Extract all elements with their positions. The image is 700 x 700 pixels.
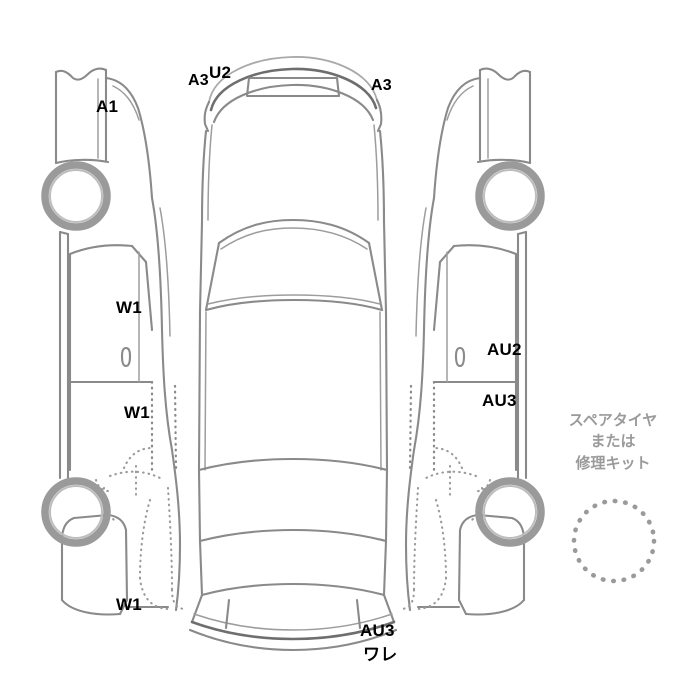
rear-door-right xyxy=(408,380,518,472)
rocker-left xyxy=(58,230,70,480)
label-a3-right: A3 xyxy=(371,77,392,94)
label-w1-front-left: W1 xyxy=(116,298,142,317)
hidden-detail-right xyxy=(400,446,492,611)
spare-tire-note-line-2: または xyxy=(590,432,636,451)
hidden-detail-left xyxy=(94,446,186,611)
roof xyxy=(197,220,389,472)
front-fender-left xyxy=(54,67,154,200)
rocker-right xyxy=(516,230,528,480)
label-au3-rear: AU3 xyxy=(360,621,395,640)
spare-tire-note-line-1: スペアタイヤ xyxy=(568,411,658,429)
cabin-outline-right xyxy=(404,196,436,612)
rear-wheel-left xyxy=(41,477,111,547)
rear-deck xyxy=(197,457,389,597)
label-a1-left: A1 xyxy=(96,97,119,116)
spare-tire-note: スペアタイヤ または 修理キット xyxy=(569,410,658,474)
label-ware-rear: ワレ xyxy=(363,645,398,664)
label-au2-right: AU2 xyxy=(487,340,522,359)
label-a3-left: A3 xyxy=(188,72,209,89)
cabin-outline-left xyxy=(150,196,182,612)
rear-bumper xyxy=(188,593,398,652)
side-view-right xyxy=(400,67,545,616)
windshield xyxy=(204,218,384,312)
front-wheel-right xyxy=(475,161,545,231)
spare-tire-note-line-3: 修理キット xyxy=(575,453,651,472)
hood xyxy=(200,124,386,224)
rear-wheel-right xyxy=(475,477,545,547)
front-door-right xyxy=(432,244,518,384)
label-u2-front: U2 xyxy=(209,63,232,82)
front-wheel-left xyxy=(41,161,111,231)
front-door-left xyxy=(68,244,154,384)
label-w1-rear-left: W1 xyxy=(124,403,150,422)
label-w1-quarter-left: W1 xyxy=(116,595,142,614)
rear-quarter-left xyxy=(60,513,170,616)
car-top-view xyxy=(188,56,398,652)
rear-quarter-right xyxy=(416,513,526,616)
front-bumper xyxy=(203,56,383,133)
front-fender-right xyxy=(432,67,532,200)
side-view-left xyxy=(41,67,186,616)
spare-tire-outline xyxy=(571,498,657,584)
label-au3-right: AU3 xyxy=(482,391,517,410)
rear-door-left xyxy=(68,380,178,472)
